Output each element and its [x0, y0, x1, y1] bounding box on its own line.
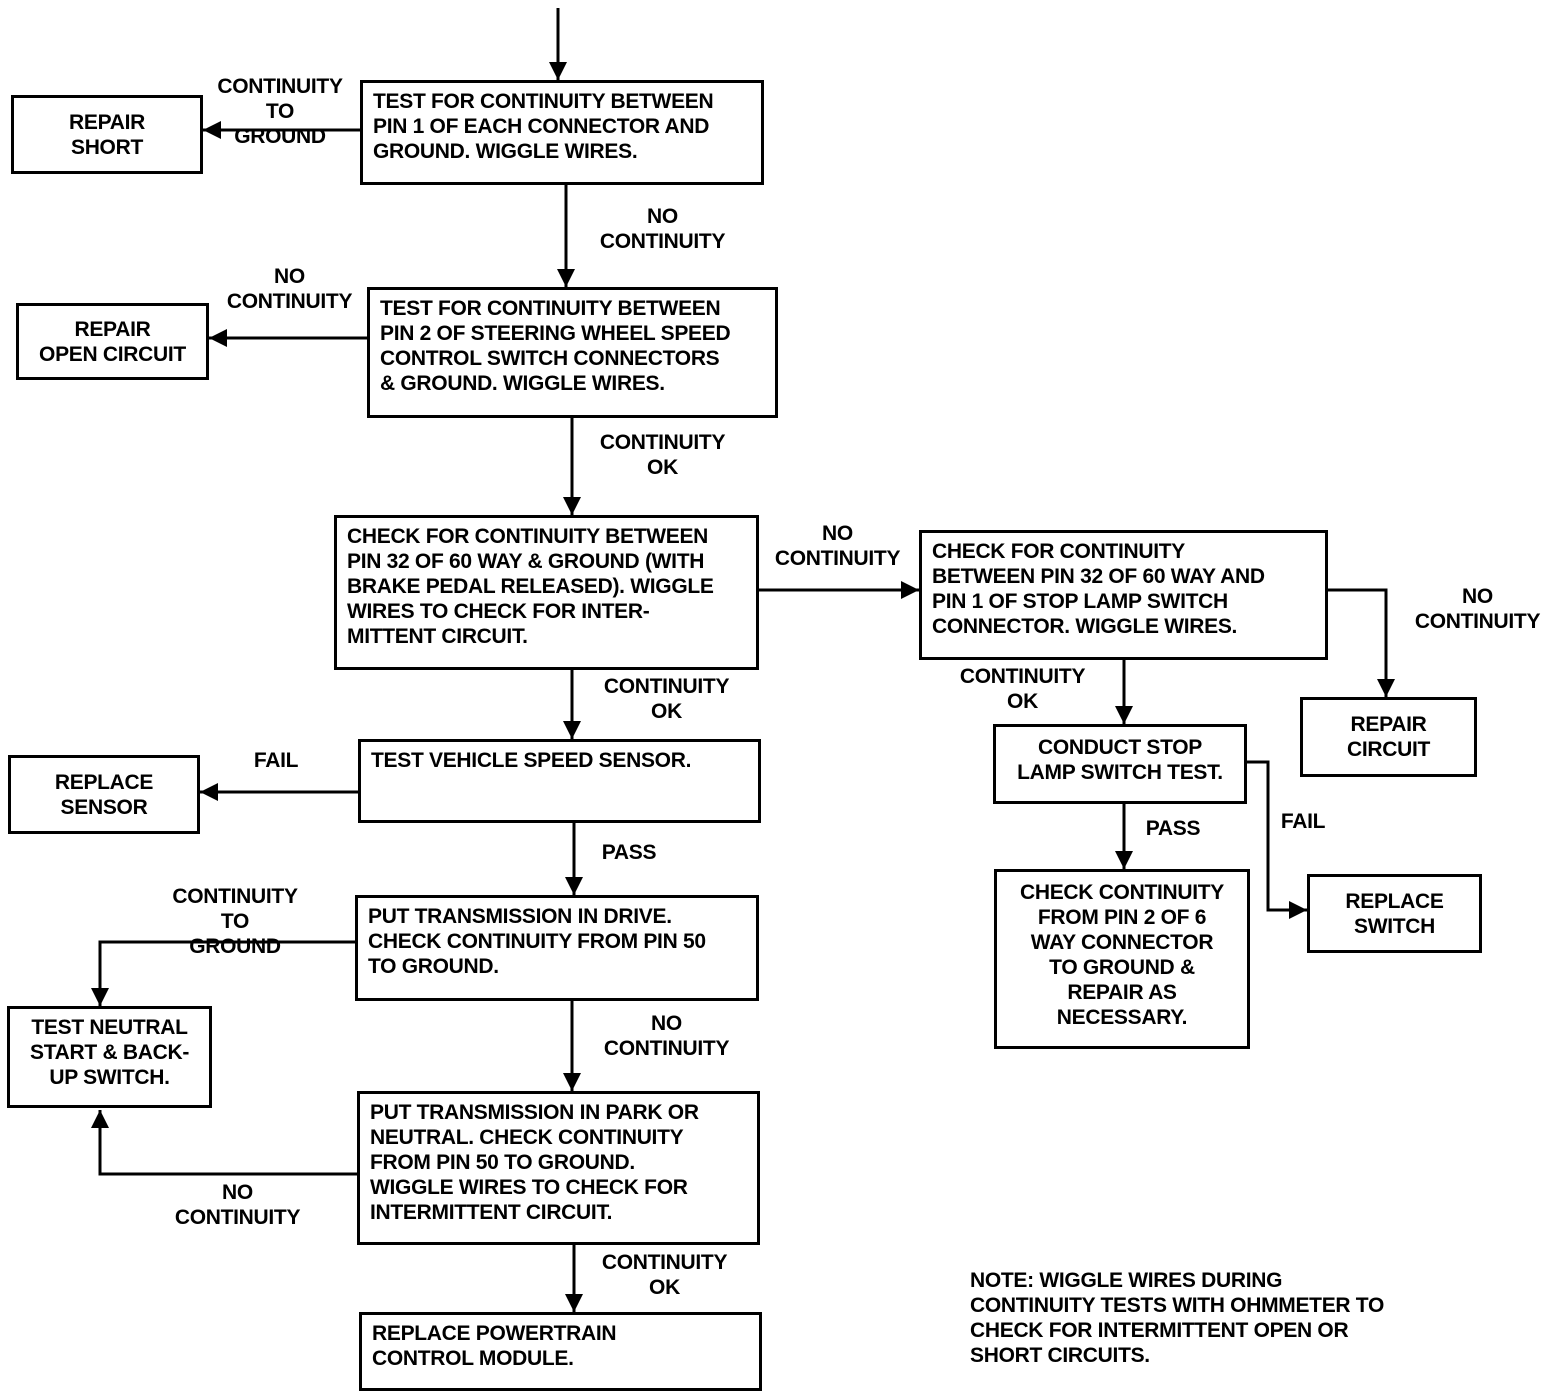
test-vss-text: TEST VEHICLE SPEED SENSOR. [371, 749, 692, 772]
repair-circuit-box: REPAIR CIRCUIT [1300, 697, 1477, 777]
test-pin2-box: TEST FOR CONTINUITY BETWEEN PIN 2 OF STE… [367, 287, 778, 418]
repair-open-box: REPAIR OPEN CIRCUIT [16, 303, 209, 380]
test-neutral-box: TEST NEUTRAL START & BACK- UP SWITCH. [7, 1006, 212, 1108]
repair-short-box: REPAIR SHORT [11, 95, 203, 174]
replace-pcm-text: REPLACE POWERTRAIN CONTROL MODULE. [372, 1322, 617, 1370]
check-pin32-stop-text: CHECK FOR CONTINUITY BETWEEN PIN 32 OF 6… [932, 540, 1265, 638]
replace-switch-text: REPLACE SWITCH [1345, 889, 1444, 938]
repair-open-text: REPAIR OPEN CIRCUIT [39, 317, 186, 366]
arrow-park-to-neutral [91, 1110, 357, 1176]
replace-sensor-box: REPLACE SENSOR [8, 755, 200, 834]
label-no-continuity-5: NO CONTINUITY [603, 1012, 730, 1060]
label-fail-1: FAIL [1280, 810, 1326, 833]
arrow-drive-to-neutral [91, 940, 356, 1006]
stop-lamp-test-box: CONDUCT STOP LAMP SWITCH TEST. [993, 724, 1247, 804]
label-no-continuity-4: NO CONTINUITY [1414, 585, 1541, 633]
label-no-continuity-1: NO CONTINUITY [599, 205, 726, 253]
label-continuity-ok-1: CONTINUITY OK [599, 431, 726, 479]
label-continuity-to-ground-2: CONTINUITY TO GROUND [172, 885, 298, 958]
label-continuity-ok-3: CONTINUITY OK [603, 675, 730, 723]
repair-short-text: REPAIR SHORT [69, 110, 145, 159]
repair-circuit-text: REPAIR CIRCUIT [1346, 713, 1431, 761]
label-continuity-ok-4: CONTINUITY OK [601, 1251, 728, 1299]
stop-lamp-test-text: CONDUCT STOP LAMP SWITCH TEST. [1017, 736, 1223, 784]
label-continuity-to-ground-1: CONTINUITY TO GROUND [217, 75, 343, 148]
label-pass-2: PASS [601, 841, 657, 864]
replace-pcm-box: REPLACE POWERTRAIN CONTROL MODULE. [359, 1312, 762, 1391]
park-check-text: PUT TRANSMISSION IN PARK OR NEUTRAL. CHE… [370, 1101, 699, 1224]
check-pin32-stop-box: CHECK FOR CONTINUITY BETWEEN PIN 32 OF 6… [919, 530, 1328, 660]
label-no-continuity-2: NO CONTINUITY [226, 265, 353, 313]
note-text: NOTE: WIGGLE WIRES DURING CONTINUITY TES… [970, 1269, 1384, 1367]
drive-check-box: PUT TRANSMISSION IN DRIVE. CHECK CONTINU… [355, 895, 759, 1001]
replace-switch-box: REPLACE SWITCH [1307, 874, 1482, 953]
label-continuity-ok-2: CONTINUITY OK [959, 665, 1086, 713]
label-no-continuity-3: NO CONTINUITY [774, 522, 901, 570]
check-pin32-box: CHECK FOR CONTINUITY BETWEEN PIN 32 OF 6… [334, 515, 759, 670]
check-pin32-text: CHECK FOR CONTINUITY BETWEEN PIN 32 OF 6… [347, 525, 714, 648]
test-pin2-text: TEST FOR CONTINUITY BETWEEN PIN 2 OF STE… [380, 297, 731, 395]
arrow-to-repair-circuit [1328, 588, 1395, 697]
test-vss-box: TEST VEHICLE SPEED SENSOR. [358, 739, 761, 823]
check-pin2-6way-text: CHECK CONTINUITY FROM PIN 2 OF 6 WAY CON… [1019, 881, 1225, 1029]
arrow-to-replace-switch [1246, 760, 1307, 919]
replace-sensor-text: REPLACE SENSOR [54, 770, 154, 819]
test-neutral-text: TEST NEUTRAL START & BACK- UP SWITCH. [29, 1016, 190, 1089]
label-fail-2: FAIL [253, 749, 299, 772]
label-no-continuity-6: NO CONTINUITY [174, 1181, 301, 1229]
test-pin1-text: TEST FOR CONTINUITY BETWEEN PIN 1 OF EAC… [373, 90, 714, 163]
label-pass-1: PASS [1145, 817, 1201, 840]
test-pin1-box: TEST FOR CONTINUITY BETWEEN PIN 1 OF EAC… [360, 80, 764, 185]
park-check-box: PUT TRANSMISSION IN PARK OR NEUTRAL. CHE… [357, 1091, 760, 1245]
check-pin2-6way-box: CHECK CONTINUITY FROM PIN 2 OF 6 WAY CON… [994, 869, 1250, 1049]
drive-check-text: PUT TRANSMISSION IN DRIVE. CHECK CONTINU… [368, 905, 706, 978]
